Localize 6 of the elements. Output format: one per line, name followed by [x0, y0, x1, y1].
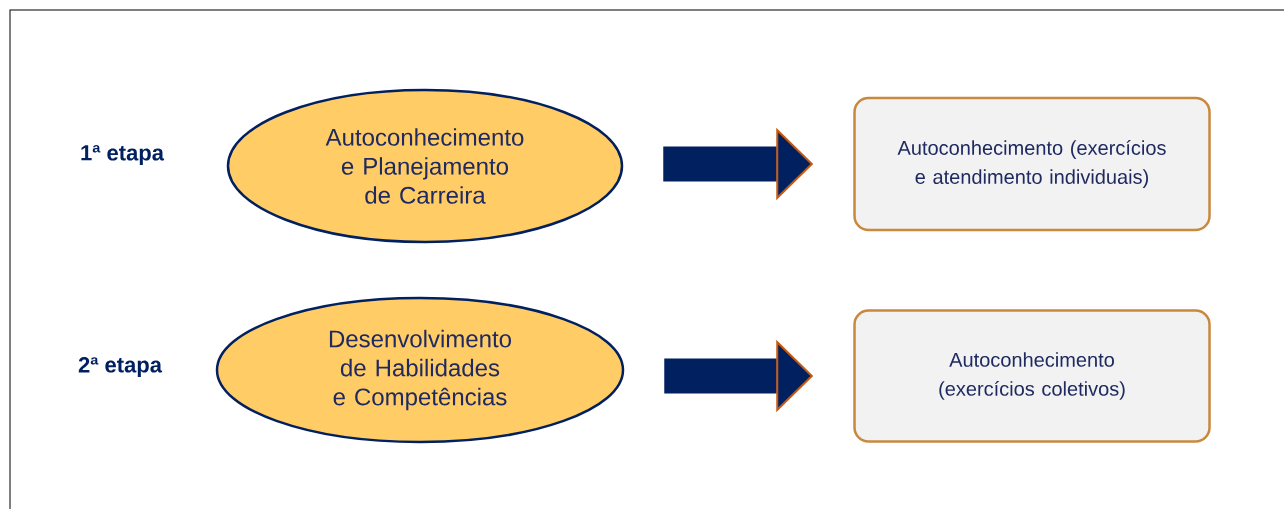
stage-label: 1ª etapa [81, 145, 165, 165]
ellipse-node: Desenvolvimento de Habilidades e Competências [215, 296, 625, 444]
stage-label: 2ª etapa [78, 357, 163, 377]
process-box: Autoconhecimento (exercícios coletivos) [853, 309, 1211, 443]
ellipse-node: Autoconhecimento e Planejamento de Carreira [226, 88, 624, 244]
process-box: Autoconhecimento (exercícios e atendimento individuais) [853, 96, 1211, 232]
